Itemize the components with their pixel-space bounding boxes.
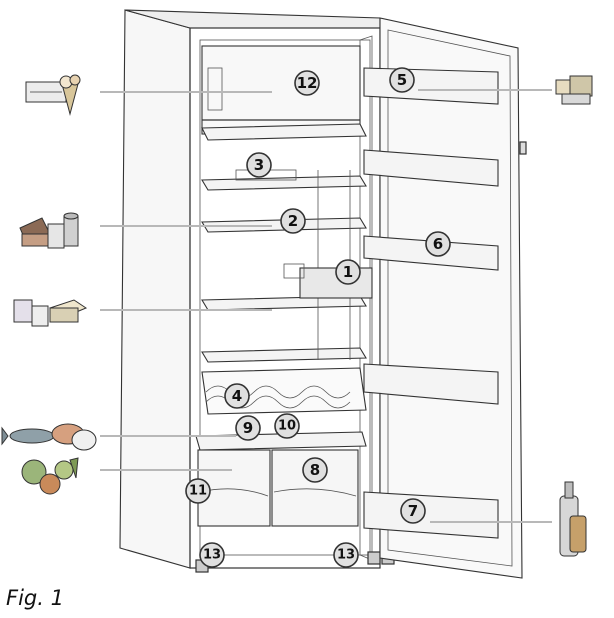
callout-8-label: 8 (310, 461, 320, 479)
yogurt-and-butter-icon (13, 299, 88, 327)
bottles-icon (559, 481, 587, 557)
callout-11: 11 (185, 478, 211, 504)
callout-9: 9 (235, 415, 261, 441)
callout-8: 8 (302, 457, 328, 483)
cake-and-cans-icon (19, 212, 79, 249)
callout-7: 7 (400, 498, 426, 524)
callout-1: 1 (335, 259, 361, 285)
callout-4-label: 4 (232, 387, 242, 405)
callout-13-right: 13 (333, 542, 359, 568)
callout-10: 10 (274, 413, 300, 439)
figure-caption: Fig. 1 (6, 586, 64, 610)
vegetable-crispers (197, 449, 359, 527)
callout-9-label: 9 (243, 419, 253, 437)
callout-5-label: 5 (397, 71, 407, 89)
callout-10-label: 10 (278, 419, 296, 434)
callout-13-left: 13 (199, 542, 225, 568)
callout-12: 12 (294, 70, 320, 96)
door-compartments (363, 67, 499, 539)
callout-1-label: 1 (343, 263, 353, 281)
callout-2-label: 2 (288, 212, 298, 230)
vegetables-icon (21, 457, 79, 495)
callout-13-right-label: 13 (337, 548, 355, 563)
callout-4: 4 (224, 383, 250, 409)
fish-and-meat-icon (1, 423, 97, 451)
shelves (201, 169, 373, 363)
callout-12-label: 12 (297, 74, 318, 92)
butter-and-cheese-icon (555, 75, 593, 105)
callout-3: 3 (246, 152, 272, 178)
ice-cream-icon (25, 74, 81, 116)
callout-3-label: 3 (254, 156, 264, 174)
callout-11-label: 11 (189, 484, 207, 499)
callout-5: 5 (389, 67, 415, 93)
callout-6-label: 6 (433, 235, 443, 253)
freezer-compartment (201, 45, 367, 141)
callout-6: 6 (425, 231, 451, 257)
callout-13-left-label: 13 (203, 548, 221, 563)
callout-7-label: 7 (408, 502, 418, 520)
callout-2: 2 (280, 208, 306, 234)
leader-lines (100, 89, 552, 523)
